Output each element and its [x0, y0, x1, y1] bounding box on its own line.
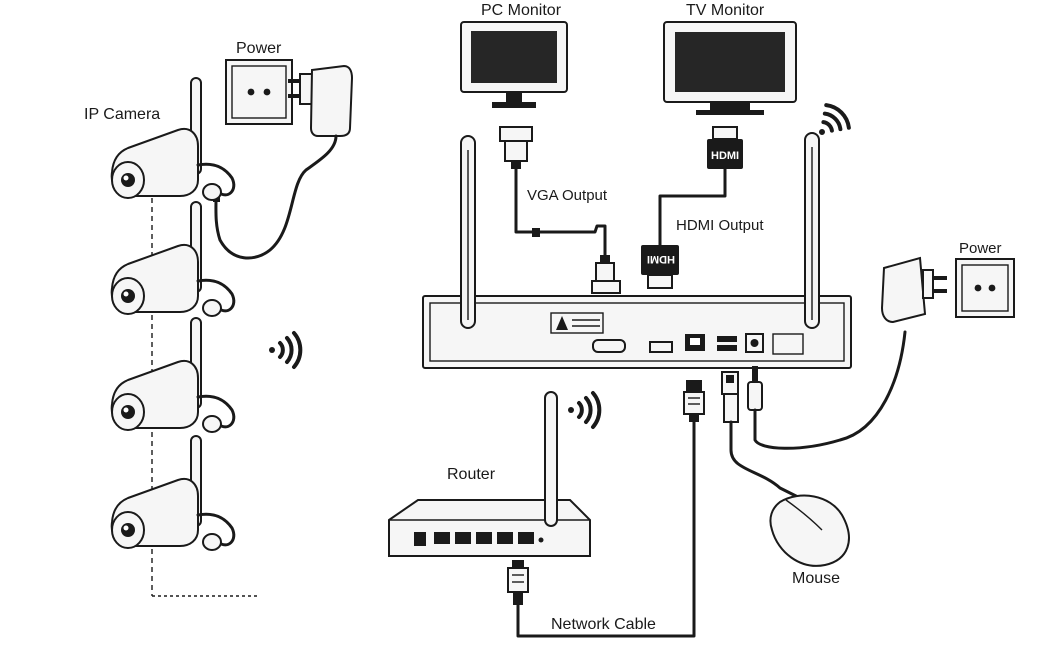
pc-monitor: [460, 21, 568, 108]
network-cable: [516, 420, 696, 638]
hdmi-plug-icon: HDMI: [707, 126, 743, 169]
hdmi-port: [649, 341, 673, 353]
power-right-label: Power: [959, 240, 1002, 257]
vga-plug-icon: [499, 126, 533, 169]
antenna-icon: [460, 135, 476, 329]
wifi-icon: [568, 391, 602, 429]
antenna-icon: [804, 132, 820, 329]
wifi-icon: [269, 331, 303, 369]
pc-monitor-label: PC Monitor: [481, 2, 562, 19]
power-adapter-icon: [288, 64, 354, 137]
usb-port: [717, 345, 737, 351]
mouse-label: Mouse: [792, 570, 840, 587]
tv-monitor: [663, 21, 797, 115]
vga-output-label: VGA Output: [527, 187, 608, 204]
power-switch: [772, 333, 804, 355]
usb-plug-icon: [721, 371, 739, 423]
ethernet-plug-icon: [507, 560, 529, 605]
ip-camera-icon: [110, 201, 236, 317]
power-socket-icon: [955, 258, 1015, 318]
power-adapter-icon: [880, 256, 947, 324]
dc-plug-icon: [747, 366, 763, 411]
ip-camera-icon: [110, 435, 236, 551]
hdmi-plug-icon: HDMI: [641, 245, 679, 289]
ethernet-plug-icon: [683, 380, 705, 422]
nvr-recorder: [422, 295, 852, 369]
network-cable-label: Network Cable: [551, 616, 656, 633]
power-top-label: Power: [236, 40, 282, 57]
power-socket-icon: [225, 59, 293, 125]
monitor-icon: [663, 21, 797, 115]
vga-port: [592, 339, 626, 353]
hdmi-plug-text-flipped: HDMI: [647, 253, 675, 265]
monitor-icon: [460, 21, 568, 108]
vga-plug-icon: [591, 255, 621, 294]
router-icon: [388, 391, 591, 557]
power-cable: [753, 330, 907, 450]
wifi-icon: [819, 103, 851, 135]
hdmi-output-label: HDMI Output: [676, 217, 764, 234]
usb-port: [717, 336, 737, 342]
hdmi-plug-text: HDMI: [711, 150, 739, 162]
mouse-icon: [769, 494, 850, 567]
router-label: Router: [447, 466, 496, 483]
ip-camera-icon: [110, 317, 236, 433]
ip-camera-icon: [110, 77, 236, 201]
warning-sticker: [550, 312, 604, 334]
ip-camera-label: IP Camera: [84, 106, 160, 123]
tv-monitor-label: TV Monitor: [686, 2, 765, 19]
